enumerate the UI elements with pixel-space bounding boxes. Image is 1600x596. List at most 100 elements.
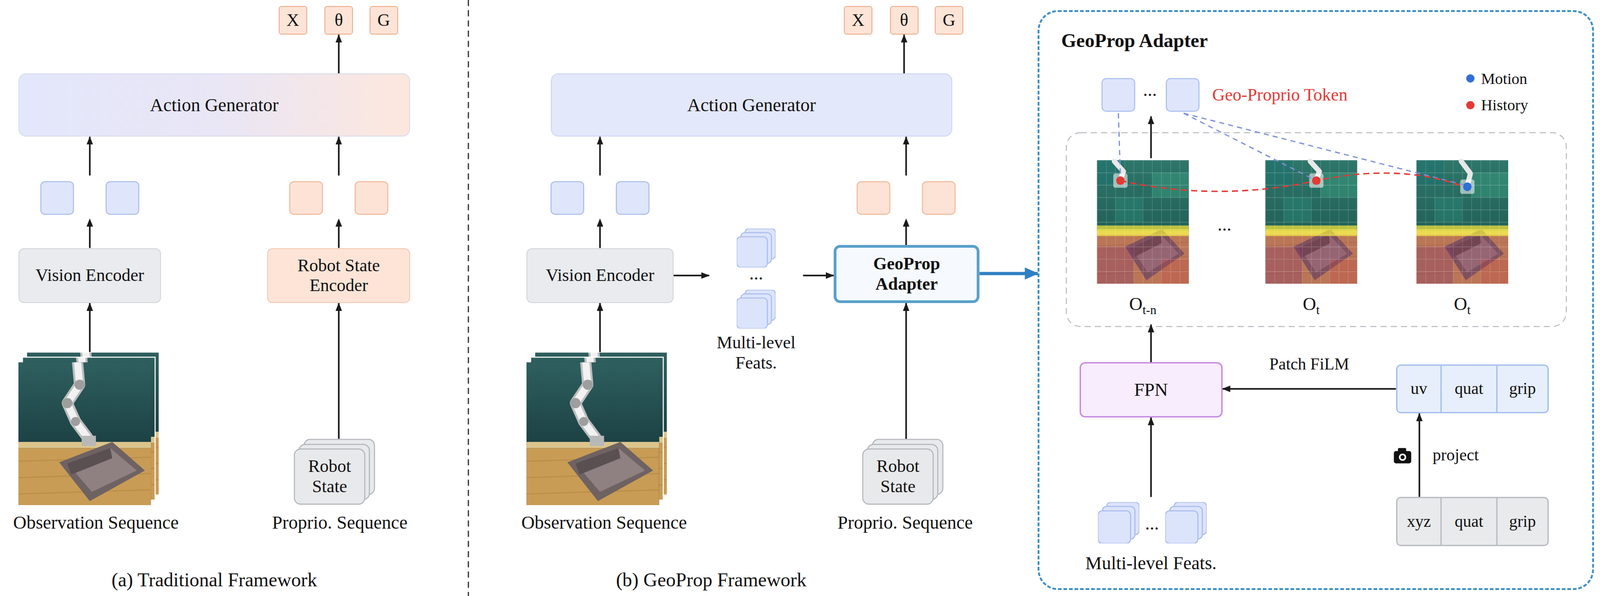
output-token-box: X — [843, 5, 873, 35]
observation-sequence: Observation Sequence — [512, 352, 696, 536]
feature-token — [289, 181, 323, 215]
motion-link — [1118, 113, 1464, 186]
flow-arrow — [673, 274, 710, 277]
heatmap-frame — [1097, 160, 1189, 284]
flow-arrow — [1150, 417, 1153, 498]
output-token-box: G — [369, 5, 399, 35]
node-text: grip — [1496, 498, 1548, 545]
node-text: X — [286, 10, 299, 31]
node-text: uv — [1397, 365, 1441, 412]
node-text: GeoProp Adapter — [841, 253, 972, 294]
text-slot: Multi-level Feats. — [709, 333, 803, 374]
keypoint-dot — [1312, 176, 1321, 186]
node-text: Action Generator — [687, 94, 817, 116]
flow-arrow — [905, 303, 908, 439]
node-text: Observation Sequence — [521, 512, 687, 534]
text-slot: Observation Sequence — [521, 512, 687, 534]
motion-link — [1183, 113, 1464, 186]
heatmap-frame — [1416, 160, 1509, 284]
gripper-patch — [1113, 173, 1128, 188]
geo-proprio-token: ... Geo-Proprio Token — [1097, 73, 1393, 117]
edge-label: Patch FiLM — [1269, 354, 1350, 374]
flow-arrow — [89, 136, 91, 248]
flow-arrow — [338, 303, 341, 439]
flow-arrow — [979, 271, 1038, 275]
node-text: ... — [1143, 79, 1158, 101]
feature-token — [550, 181, 584, 215]
flow-arrow — [1150, 324, 1153, 363]
camera-icon — [1398, 453, 1407, 461]
legend-row: History — [1466, 91, 1529, 119]
node-text: quat — [1440, 365, 1496, 412]
flow-arrow — [1150, 116, 1153, 159]
gripper-patch — [1113, 173, 1475, 194]
node-text: G — [377, 10, 390, 31]
observation-image-stack — [526, 362, 660, 506]
legend-text: History — [1480, 95, 1529, 114]
node-text: Ot — [1302, 293, 1320, 315]
robot-state-cards — [294, 439, 944, 504]
flow-arrow — [599, 303, 602, 353]
robot-state-cards — [294, 439, 375, 504]
legend-row: Motion — [1466, 65, 1529, 93]
node-text: Robot State Encoder — [273, 255, 404, 296]
node-text: Robot State — [295, 456, 364, 497]
camera-icon — [1397, 447, 1407, 453]
observation-group-outline — [1066, 132, 1567, 327]
flow-arrow — [1418, 413, 1421, 497]
robot-state-cards — [862, 439, 944, 504]
node-text: Geo-Proprio Token — [1212, 84, 1348, 106]
proprio-state-box: xyzquatgrip — [1396, 496, 1550, 546]
text-slot: Proprio. Sequence — [272, 512, 408, 534]
text-slot: Geo-Proprio Token — [1212, 84, 1348, 106]
node-text: Multi-level Feats. — [709, 333, 803, 374]
camera-icon — [1400, 455, 1405, 460]
text-slot: Robot State — [295, 456, 364, 497]
text-slot: ... — [1143, 79, 1158, 101]
feature-token — [355, 181, 389, 215]
flow-arrow — [1222, 388, 1397, 390]
feature-token — [857, 181, 890, 215]
node-text: Ot — [1453, 293, 1471, 315]
node-text: Ot-n — [1129, 293, 1157, 315]
text-slot: ... — [1217, 214, 1232, 236]
robot-state-stack: Robot StateProprio. Sequence — [816, 438, 996, 536]
geoprop-adapter: GeoProp Adapter — [833, 244, 980, 304]
flow-arrow — [338, 136, 341, 248]
keypoint-dot — [1116, 176, 1472, 192]
feature-map-stack — [736, 228, 776, 268]
keypoint-dot — [1462, 182, 1472, 192]
multi-level-features: ... Multi-level Feats. — [709, 226, 803, 378]
node-text: X — [851, 10, 865, 31]
observation-sequence: Observation Sequence — [5, 352, 189, 536]
history-trajectory — [1120, 173, 1462, 192]
action-generator: Action Generator — [550, 73, 952, 137]
legend-swatch — [1466, 74, 1475, 83]
text-slot: Proprio. Sequence — [837, 512, 973, 534]
node-text: Proprio. Sequence — [272, 512, 408, 534]
text-slot: Robot State — [864, 456, 932, 497]
vision-encoder: Vision Encoder — [18, 248, 162, 304]
node-text: GeoProp Adapter — [1061, 29, 1208, 52]
node-text: Vision Encoder — [545, 265, 655, 286]
node-text: θ — [334, 10, 343, 31]
subscript: t-n — [1142, 303, 1157, 317]
text-slot: Patch FiLM — [1269, 354, 1350, 374]
feature-map-stack — [1165, 501, 1207, 544]
heatmap-frame — [1097, 160, 1509, 284]
edge-label: project — [1432, 445, 1479, 465]
gripper-patch — [1460, 179, 1475, 194]
gripper-patch — [1309, 173, 1324, 188]
text-slot: ... — [749, 262, 764, 285]
observation-image-stack — [18, 352, 668, 506]
text-slot: (b) GeoProp Framework — [615, 568, 807, 591]
node-text: Action Generator — [149, 94, 279, 116]
token-arrowhead — [86, 218, 910, 227]
feature-token — [616, 181, 650, 215]
flow-arrow — [903, 34, 906, 74]
flow-arrow — [338, 34, 341, 74]
action-generator: Action Generator — [18, 73, 411, 137]
node-text: G — [942, 10, 956, 31]
node-text: Proprio. Sequence — [837, 512, 973, 534]
observation-frame: Ot-n — [1089, 158, 1197, 325]
